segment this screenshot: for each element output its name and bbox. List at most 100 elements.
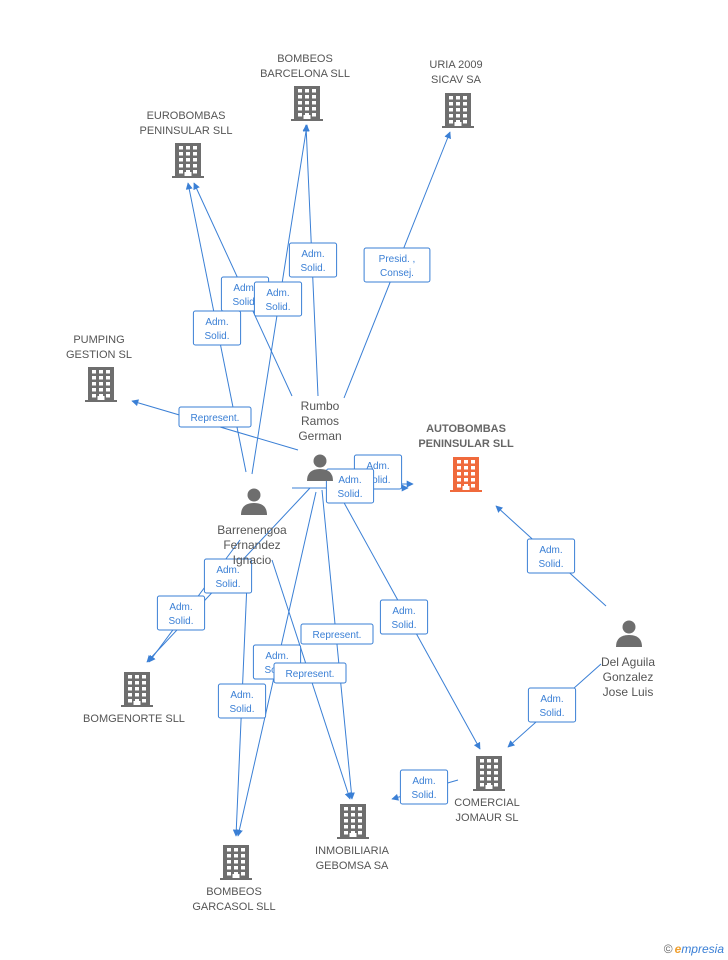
company-name-line: PUMPING [73,334,124,346]
edge-label-text: Adm. [205,317,228,328]
company-node-inmobiliaria[interactable]: INMOBILIARIA GEBOMSA SA [315,804,390,872]
edge-label-text: Adm. [412,776,435,787]
person-name-line: Ignacio [233,553,272,567]
edge-label-text: Adm. [301,249,324,260]
company-name-line: URIA 2009 [429,59,482,71]
empresia-watermark: ©empresia [664,942,724,956]
edge-label-barrenengoa-to-inmobiliaria[interactable]: Represent. [273,662,347,684]
edge-label-barrenengoa-to-bomgenorte[interactable]: Adm. Solid. [156,595,206,631]
company-name-line: GESTION SL [66,349,132,361]
company-node-bombeos-barcelona[interactable]: BOMBEOS BARCELONA SLL [260,53,350,121]
company-name-line: BARCELONA SLL [260,68,350,80]
company-name-line: GARCASOL SLL [192,901,275,913]
company-node-pumping[interactable]: PUMPING GESTION SL [66,334,132,402]
edge-label-text: Solid. [411,790,436,801]
edge-label-text: Solid. [215,579,240,590]
edge-label-text: Solid. [391,620,416,631]
building-icon [121,672,153,707]
edge-label-rumbo-to-comercial[interactable]: Adm.Solid. [379,599,429,635]
company-node-bombeos-garcasol[interactable]: BOMBEOS GARCASOL SLL [192,845,276,913]
edge-label-box [300,623,374,645]
edge-label-text: Solid. [204,331,229,342]
edge-label-text: Presid. , [379,254,416,265]
person-name-line: Rumbo [301,399,340,413]
edge-label-text: Solid. [168,616,193,627]
brand-name: mpresia [681,942,724,956]
person-name-line: Gonzalez [603,670,654,684]
edge-label-rumbo-to-inmobiliaria[interactable]: Represent. [300,623,374,645]
company-name-line: BOMGENORTE SLL [83,713,185,725]
edge-label-text: Solid. [229,704,254,715]
edge-label-barrenengoa-to-eurobombas[interactable]: Adm. Solid. [192,310,242,346]
company-name-line: AUTOBOMBAS [426,423,506,435]
edge-label-box [526,538,576,574]
copyright-symbol: © [663,942,673,956]
edge-label-delaguila-to-comercial[interactable]: Adm.Solid. [527,687,577,723]
edge-label-text: Adm. [338,475,361,486]
edge-label-rumbo-to-pumping[interactable]: Represent. [178,406,252,428]
edge-label-text: Adm. [233,283,256,294]
edge-label-text: Adm. [265,651,288,662]
edge-label-comercial-to-inmobiliaria[interactable]: Adm. Solid. [399,769,449,805]
edge-label-text: Represent. [313,630,362,641]
edge-label-box [156,595,206,631]
company-name-line: COMERCIAL [454,797,519,809]
company-name-line: INMOBILIARIA [315,845,390,857]
edge-label-box [288,242,338,278]
person-icon [616,620,642,647]
building-icon [337,804,369,839]
edge-label-delaguila-to-autobombas[interactable]: Adm. Solid. [526,538,576,574]
edge-label-box [203,558,253,594]
edge-label-rumbo-to-bombeos_barcelona[interactable]: Adm. Solid. [288,242,338,278]
edge-label-text: Consej. [380,268,414,279]
company-node-comercial[interactable]: COMERCIAL JOMAUR SL [454,756,520,824]
person-name-line: Fernandez [223,538,280,552]
edge-label-barrenengoa-to-bombeos_garcasol[interactable]: Adm.Solid. [217,683,267,719]
company-name-line: BOMBEOS [277,53,333,65]
building-icon [291,86,323,121]
edge-label-text: Solid. [300,263,325,274]
edge-label-box [253,281,303,317]
edge-label-box [399,769,449,805]
company-name-line: BOMBEOS [206,886,262,898]
edge-label-box [273,662,347,684]
edge-label-text: Adm. [539,545,562,556]
person-name-line: Ramos [301,414,339,428]
edge-label-text: Adm. [216,565,239,576]
company-name-line: SICAV SA [431,74,482,86]
brand-first-letter: e [674,942,682,956]
edge-label-rumbo-to-bomgenorte[interactable]: Adm. Solid. [203,558,253,594]
company-node-autobombas[interactable]: AUTOBOMBAS PENINSULAR SLL [418,423,514,492]
person-icon [307,454,333,481]
edge-label-text: Solid. [232,297,257,308]
building-icon [220,845,252,880]
edge-label-text: Represent. [191,413,240,424]
company-name-line: PENINSULAR SLL [418,438,514,450]
edge-label-rumbo-to-uria[interactable]: Presid. , Consej. [363,247,431,283]
edge-label-text: Adm. [169,602,192,613]
company-node-bomgenorte[interactable]: BOMGENORTE SLL [83,672,185,725]
edge-label-box [325,468,375,504]
edge-label-box [192,310,242,346]
building-icon [172,143,204,178]
building-icon [473,756,505,791]
edge-label-barrenengoa-to-autobombas[interactable]: Adm. Solid. [325,468,375,504]
company-name-line: PENINSULAR SLL [140,125,233,137]
edge-label-barrenengoa-to-bombeos_barcelona[interactable]: Adm.Solid. [253,281,303,317]
company-name-line: GEBOMSA SA [316,860,389,872]
building-icon [85,367,117,402]
building-icon [442,93,474,128]
edge-label-text: Represent. [286,669,335,680]
edge-label-box [178,406,252,428]
edge-label-text: Solid. [539,708,564,719]
edge-label-box [527,687,577,723]
company-name-line: JOMAUR SL [456,812,519,824]
edge-label-text: Solid. [538,559,563,570]
edge-label-text: Solid. [337,489,362,500]
